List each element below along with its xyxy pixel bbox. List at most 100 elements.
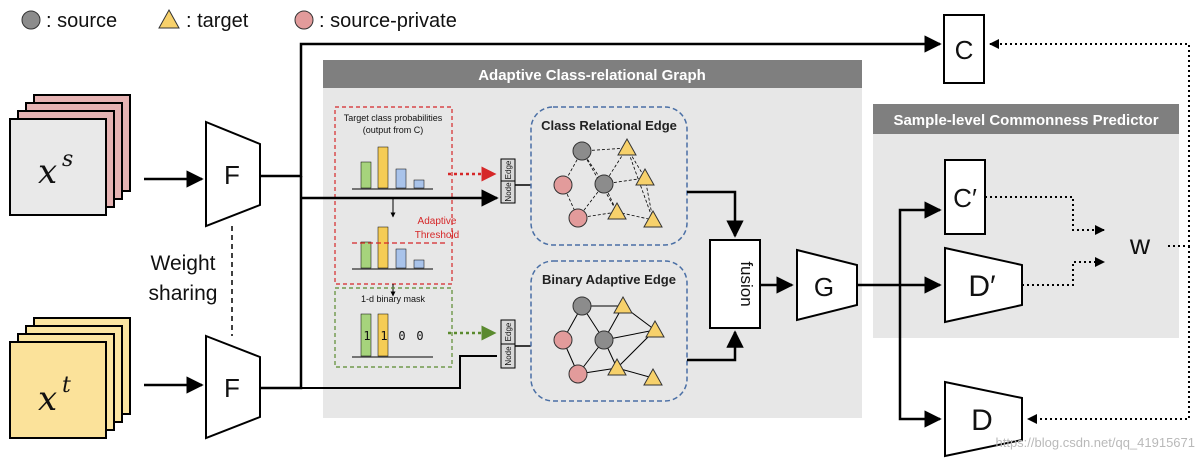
d-prime-box: D′ xyxy=(944,246,1023,324)
predictor-panel-header xyxy=(873,104,1179,134)
thresholded-bar xyxy=(395,248,407,269)
legend-source-private-icon xyxy=(294,10,314,30)
target-input-symbol: x xyxy=(38,379,57,419)
source-node xyxy=(572,141,592,161)
encoder-bottom: F xyxy=(205,334,261,440)
arrow-w-to-classifier xyxy=(989,39,1190,247)
legend-source-label: : source xyxy=(46,10,117,32)
mask-bar xyxy=(360,313,372,357)
c-prime-box: C′ xyxy=(944,159,986,235)
fusion-label: fusion xyxy=(737,261,756,306)
source-private-node xyxy=(568,208,588,228)
source-node xyxy=(594,174,614,194)
arrow-to-c-prime xyxy=(898,201,942,285)
edge-node-tag-top: Edge Node xyxy=(500,158,516,204)
mask-title: 1-d binary mask xyxy=(361,294,426,304)
generator-label: G xyxy=(814,272,834,302)
legend-target-icon xyxy=(158,8,180,29)
source-input-stack: x s xyxy=(9,94,131,216)
thresholded-bar xyxy=(360,241,372,269)
source-private-node xyxy=(553,175,573,195)
thresholded-bar xyxy=(413,259,425,269)
target-input-superscript: t xyxy=(62,373,71,398)
weight-sharing-label-line1: Weight xyxy=(151,252,216,275)
adaptive-threshold-line2: Threshold xyxy=(415,230,459,241)
source-node xyxy=(594,330,614,350)
source-input-front xyxy=(9,118,107,216)
generator: G xyxy=(796,248,858,322)
source-private-node xyxy=(553,330,573,350)
adaptive-threshold-line1: Adaptive xyxy=(418,216,457,227)
arrow-c-prime-to-w xyxy=(985,196,1105,235)
mask-digit: 1 xyxy=(380,329,387,343)
fusion-box: fusion xyxy=(709,239,761,329)
classifier-box: C xyxy=(943,14,985,84)
legend-source-private-label: : source-private xyxy=(319,10,457,32)
probabilities-title-line1: Target class probabilities xyxy=(344,113,443,123)
d-prime-label: D′ xyxy=(968,270,996,303)
node-tag xyxy=(500,343,516,369)
arrow-features-to-bottom-node xyxy=(301,355,497,389)
target-node xyxy=(643,209,663,228)
discriminator-label: D xyxy=(971,404,993,437)
node-tag xyxy=(500,180,516,204)
probabilities-box: Target class probabilities (output from … xyxy=(334,106,459,285)
encoder-top: F xyxy=(205,120,261,228)
node-tag-label: Node xyxy=(504,182,513,202)
target-node xyxy=(645,319,665,338)
arrow-w-to-discriminator xyxy=(1027,246,1190,424)
thresholded-bar xyxy=(377,226,389,269)
arrow-binary-graph-to-fusion xyxy=(687,330,744,362)
target-node xyxy=(643,367,663,386)
probabilities-title-line2: (output from C) xyxy=(363,125,424,135)
discriminator-box: D xyxy=(944,380,1023,458)
graph-panel-title: Adaptive Class-relational Graph xyxy=(478,67,706,84)
arrow-to-d xyxy=(898,285,942,428)
mask-bar xyxy=(377,313,389,357)
c-prime-label: C′ xyxy=(953,183,977,213)
binary-mask-box: 1-d binary mask 1 1 0 0 xyxy=(334,284,453,368)
arrow-d-prime-to-w xyxy=(1022,257,1105,286)
class-edge-title: Class Relational Edge xyxy=(541,118,677,133)
source-node xyxy=(572,296,592,316)
class-relational-edge-graph: Class Relational Edge xyxy=(530,106,688,246)
arrow-encoder-to-classifier xyxy=(260,35,942,178)
target-input-stack: x t xyxy=(9,317,131,439)
prob-bar xyxy=(377,146,389,189)
mask-digit: 0 xyxy=(398,329,405,343)
target-node xyxy=(607,201,627,220)
legend: : source : target : source-private xyxy=(21,8,457,32)
mask-digit: 1 xyxy=(363,329,370,343)
edge-tag-label: Edge xyxy=(504,160,513,179)
prob-bar xyxy=(360,161,372,189)
prob-bar xyxy=(413,179,425,189)
weight-sharing-label-line2: sharing xyxy=(149,282,218,305)
edge-tag-label: Edge xyxy=(504,322,513,341)
source-input-symbol: x xyxy=(38,152,57,192)
node-tag-label: Node xyxy=(504,346,513,366)
edge-node-tag-bottom: Edge Node xyxy=(500,319,516,369)
encoder-top-label: F xyxy=(224,160,240,190)
target-node xyxy=(635,167,655,186)
source-input-superscript: s xyxy=(62,147,73,172)
predictor-panel-title: Sample-level Commonness Predictor xyxy=(893,112,1158,129)
binary-adaptive-edge-graph: Binary Adaptive Edge xyxy=(530,260,688,402)
target-node xyxy=(617,137,637,156)
watermark: https://blog.csdn.net/qq_41915671 xyxy=(996,435,1196,450)
arrow-encoder-bottom-to-graph xyxy=(260,176,303,390)
arrow-class-graph-to-fusion xyxy=(687,190,744,238)
target-input-front xyxy=(9,341,107,439)
target-node xyxy=(607,357,627,376)
predictor-panel-background xyxy=(873,104,1179,338)
predictor-panel: Sample-level Commonness Predictor xyxy=(873,104,1179,338)
classifier-label: C xyxy=(955,35,974,65)
source-private-node xyxy=(568,364,588,384)
encoder-bottom-label: F xyxy=(224,373,240,403)
prob-bar xyxy=(395,168,407,189)
legend-source-icon xyxy=(21,10,41,30)
legend-target-label: : target xyxy=(186,10,249,32)
mask-digit: 0 xyxy=(416,329,423,343)
target-node xyxy=(613,295,633,314)
graph-panel-header xyxy=(323,60,862,88)
